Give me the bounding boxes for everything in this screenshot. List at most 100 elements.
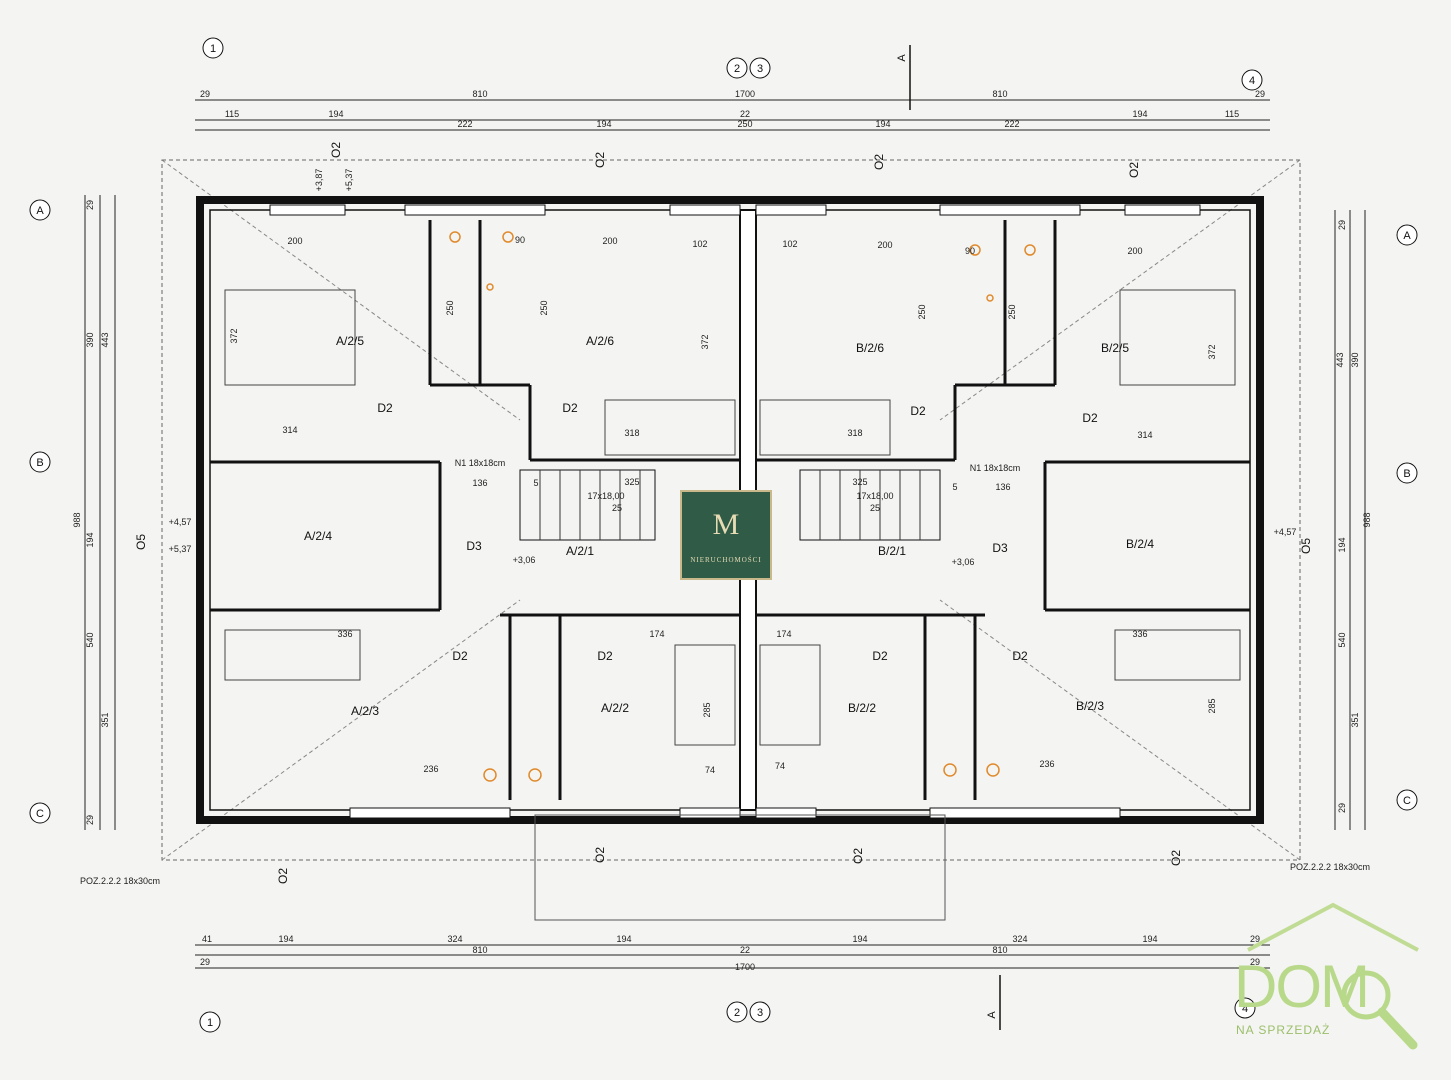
dimension-text: 194 <box>85 532 95 547</box>
flue-note: N1 18x18cm <box>970 463 1021 473</box>
window-level: +5,37 <box>169 544 192 554</box>
room-label: A/2/1 <box>566 544 594 558</box>
window <box>404 204 546 216</box>
dimension-text: 29 <box>200 89 210 99</box>
dimension-text: 29 <box>85 815 95 825</box>
dimension-text: 222 <box>457 119 472 129</box>
window-tag: O5 <box>134 534 148 550</box>
dimension-text: 443 <box>1335 352 1345 367</box>
dimension-text: 115 <box>225 109 239 119</box>
room-dimension: 314 <box>282 425 297 435</box>
dimension-text: 390 <box>85 332 95 347</box>
stair-note: 5 <box>952 482 957 492</box>
window <box>929 807 1121 819</box>
section-marker: A <box>986 1011 998 1019</box>
room-dimension: 372 <box>1207 344 1217 359</box>
door-tag: D3 <box>992 541 1008 555</box>
bed <box>759 399 891 456</box>
room-label: A/2/4 <box>304 529 332 543</box>
window <box>755 807 817 819</box>
window-level: +4,57 <box>1274 527 1297 537</box>
dimension-text: 29 <box>1255 89 1265 99</box>
axis-label-top: 3 <box>757 63 763 75</box>
logo-word: DOM <box>1234 953 1370 1020</box>
room-dimension: 200 <box>602 236 617 246</box>
dimension-text: 988 <box>1362 512 1372 527</box>
dimension-text: 443 <box>100 332 110 347</box>
dimension-text: 194 <box>1132 109 1147 119</box>
house-roof-icon <box>1247 902 1419 1050</box>
room-dimension: 102 <box>782 239 797 249</box>
room-dimension: 285 <box>1207 698 1217 713</box>
room-dimension: 236 <box>423 764 438 774</box>
window <box>269 204 346 216</box>
bed <box>1114 629 1241 681</box>
stair-label: 17x18,00 <box>587 491 624 501</box>
dimension-text: 22 <box>740 109 750 119</box>
room-label: B/2/6 <box>856 341 884 355</box>
stair-note: 325 <box>852 477 867 487</box>
stair-note: 136 <box>995 482 1010 492</box>
dimension-text: 41 <box>202 934 212 944</box>
balcony-outline <box>534 814 946 921</box>
axis-label-left: A <box>36 205 44 217</box>
window-level: +3,87 <box>314 169 324 192</box>
room-dimension: 74 <box>705 765 715 775</box>
dimension-text: 390 <box>1350 352 1360 367</box>
dimension-text: 194 <box>852 934 867 944</box>
magnifier-icon <box>1341 970 1391 1020</box>
axis-label-top: 2 <box>734 63 740 75</box>
axis-label-top: 4 <box>1249 75 1255 87</box>
stair-note: 25 <box>612 503 622 513</box>
room-label: A/2/5 <box>336 334 364 348</box>
dimension-text: 810 <box>472 945 487 955</box>
axis-label-bottom: 1 <box>207 1017 213 1029</box>
light-fixtures <box>449 231 1036 782</box>
stair-note: 325 <box>624 477 639 487</box>
room-dimension: 200 <box>287 236 302 246</box>
poz-note: POZ.2.2.2 18x30cm <box>1290 862 1370 872</box>
bed <box>674 644 736 746</box>
room-label: B/2/5 <box>1101 341 1129 355</box>
dimension-text: 29 <box>1337 220 1347 230</box>
axis-bubbles <box>29 37 1418 1033</box>
room-label: B/2/3 <box>1076 699 1104 713</box>
roof-outline <box>161 159 1301 861</box>
axis-label-left: B <box>36 457 43 469</box>
window-tag: O2 <box>593 847 607 863</box>
window-tag: O2 <box>851 848 865 864</box>
dom-logo: DOM NA SPRZEDAŻ <box>1228 900 1438 1050</box>
dimension-text: 29 <box>1250 934 1260 944</box>
room-label: B/2/2 <box>848 701 876 715</box>
room-dimension: 314 <box>1137 430 1152 440</box>
window-tag: O2 <box>593 152 607 168</box>
bed <box>759 644 821 746</box>
window <box>349 807 511 819</box>
bed <box>224 289 356 386</box>
poz-note: POZ.2.2.2 18x30cm <box>80 876 160 886</box>
dimension-text: 194 <box>328 109 343 119</box>
dimension-text: 810 <box>472 89 487 99</box>
room-dimension: 90 <box>965 246 975 256</box>
dimension-text: 810 <box>992 89 1007 99</box>
window <box>679 807 741 819</box>
axis-label-right: C <box>1403 795 1411 807</box>
stair-note: 136 <box>472 478 487 488</box>
room-label: A/2/2 <box>601 701 629 715</box>
door-tag: D2 <box>1012 649 1028 663</box>
dimension-text: 29 <box>1250 957 1260 967</box>
dimension-text: 194 <box>875 119 890 129</box>
badge-monogram: M <box>712 508 740 541</box>
dimension-text: 351 <box>1350 712 1360 727</box>
axis-label-bottom: 2 <box>734 1007 740 1019</box>
room-dimension: 200 <box>1127 246 1142 256</box>
window-tag: O2 <box>276 868 290 884</box>
dimension-text: 250 <box>737 119 752 129</box>
exterior-wall <box>196 196 1264 824</box>
stair-note: 25 <box>870 503 880 513</box>
window-tag: O2 <box>1169 850 1183 866</box>
dimension-text: 194 <box>1337 537 1347 552</box>
window-tag: O2 <box>872 154 886 170</box>
axis-label-left: C <box>36 808 44 820</box>
